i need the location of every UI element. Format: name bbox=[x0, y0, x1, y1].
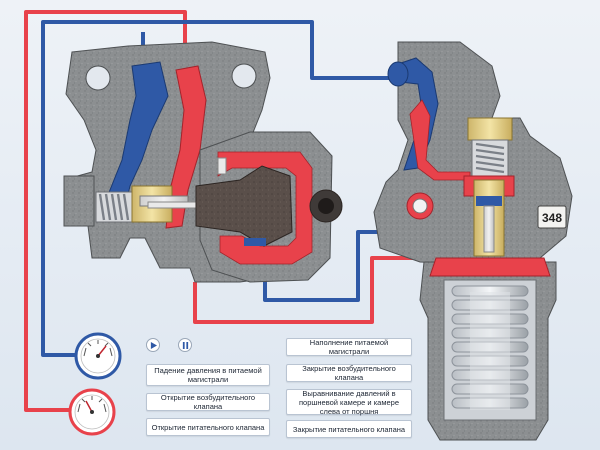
play-icon bbox=[150, 341, 157, 349]
spring-housing bbox=[419, 257, 557, 441]
right-valve-housing: 348 bbox=[373, 41, 573, 265]
blue-pipe-gauge-upper bbox=[41, 20, 392, 357]
pause-button[interactable] bbox=[178, 338, 192, 352]
pause-icon bbox=[182, 341, 188, 349]
step-pressure-drop-button[interactable]: Падение давления в питаемой магистрали bbox=[146, 364, 270, 386]
step-pressure-equalize-button[interactable]: Выравнивание давлений в поршневой камере… bbox=[286, 389, 412, 416]
pressure-gauge-upper bbox=[74, 332, 122, 380]
play-button[interactable] bbox=[146, 338, 160, 352]
red-pipe-gauge-lower bbox=[24, 10, 187, 412]
step-feed-valve-open-button[interactable]: Открытие питательного клапана bbox=[146, 418, 270, 436]
step-exciter-valve-open-button[interactable]: Открытие возбудительного клапана bbox=[146, 393, 270, 411]
plate-number: 348 bbox=[542, 211, 562, 225]
step-exciter-valve-close-button[interactable]: Закрытие возбудительного клапана bbox=[286, 364, 412, 382]
step-fill-main-button[interactable]: Наполнение питаемой магистрали bbox=[286, 338, 412, 356]
pressure-gauge-lower bbox=[68, 388, 116, 436]
step-feed-valve-close-button[interactable]: Закрытие питательного клапана bbox=[286, 420, 412, 438]
piston-block bbox=[195, 131, 343, 283]
